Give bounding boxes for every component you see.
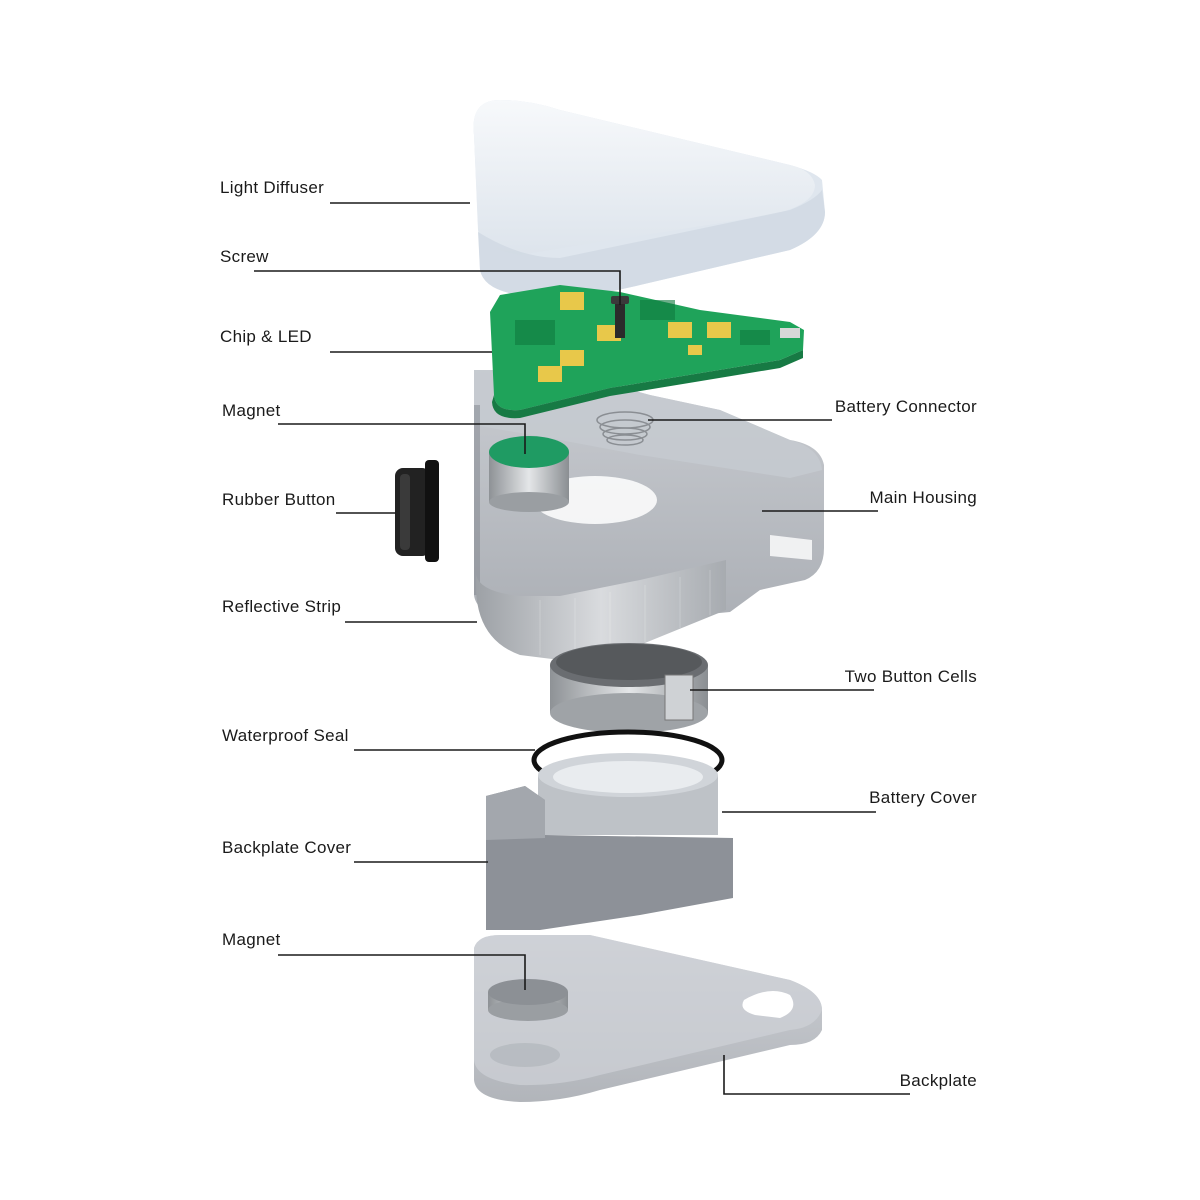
- label-backplate-cover: Backplate Cover: [222, 838, 352, 857]
- magnet-top-part: [489, 436, 569, 512]
- label-backplate: Backplate: [899, 1071, 977, 1090]
- leader-backplate: [723, 1055, 910, 1095]
- label-battery-connector: Battery Connector: [834, 397, 977, 416]
- battery-connector-part: [596, 411, 654, 446]
- label-screw: Screw: [220, 247, 269, 266]
- leader-magnet-top: [278, 423, 526, 454]
- label-two-button-cells: Two Button Cells: [844, 667, 977, 686]
- label-battery-cover: Battery Cover: [869, 788, 977, 807]
- light-diffuser-part: [473, 100, 825, 298]
- rubber-button-part: [395, 460, 439, 562]
- screw-icon: [615, 300, 625, 338]
- leader-magnet-bottom: [278, 954, 526, 990]
- backplate-cover-part: [486, 786, 733, 930]
- label-reflective-strip: Reflective Strip: [222, 597, 342, 616]
- label-waterproof-seal: Waterproof Seal: [222, 726, 349, 745]
- backplate-part: [474, 935, 822, 1102]
- label-chip-led: Chip & LED: [220, 327, 312, 346]
- label-light-diffuser: Light Diffuser: [220, 178, 325, 197]
- label-magnet-top: Magnet: [222, 401, 281, 420]
- battery-cover-part: [538, 753, 718, 835]
- label-magnet-bottom: Magnet: [222, 930, 281, 949]
- label-rubber-button: Rubber Button: [222, 490, 336, 509]
- chip-led-pcb-part: [490, 285, 804, 419]
- magnet-bottom-part: [488, 979, 568, 1021]
- reflective-strip-part: [476, 560, 726, 660]
- label-main-housing: Main Housing: [869, 488, 977, 507]
- two-button-cells-part: [550, 643, 708, 733]
- leader-screw: [254, 270, 621, 305]
- leader-lines: [254, 202, 910, 1095]
